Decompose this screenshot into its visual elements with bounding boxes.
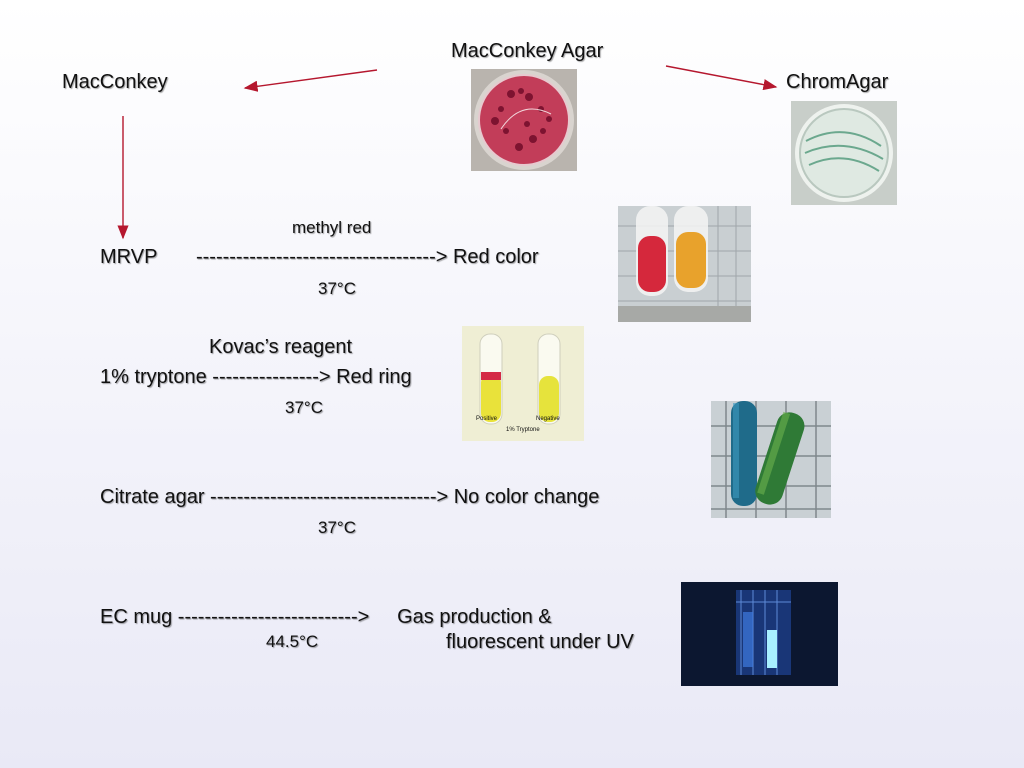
tryptone-reagent: Kovac’s reagent [209, 336, 353, 358]
mrvp-reagent: methyl red [292, 218, 372, 237]
macconkey-plate-photo [471, 69, 577, 171]
ecmug-line2: fluorescent under UV [446, 631, 634, 653]
source-label: MacConkey Agar [451, 40, 604, 62]
tryptone-positive-label: Positive [476, 416, 498, 422]
citrate-temperature: 37°C [318, 518, 356, 537]
mrvp-temperature: 37°C [318, 279, 356, 298]
mrvp-tubes-photo [618, 206, 751, 322]
tryptone-caption: 1% Tryptone [506, 427, 540, 433]
tryptone-line: 1% tryptone ----------------> Red ring [100, 366, 412, 388]
citrate-tubes-photo [711, 401, 831, 518]
ecmug-line: EC mug ---------------------------> Gas … [100, 606, 552, 628]
tryptone-tubes-photo: Positive Negative 1% Tryptone [462, 326, 584, 441]
mrvp-line: MRVP -----------------------------------… [100, 246, 539, 268]
chromagar-label: ChromAgar [786, 71, 889, 93]
tryptone-negative-label: Negative [536, 416, 560, 422]
ecmug-uv-photo [681, 582, 838, 686]
ecmug-temperature: 44.5°C [266, 632, 319, 651]
chromagar-plate-photo [791, 101, 897, 205]
macconkey-label: MacConkey [62, 71, 168, 93]
arrow-to-chromagar [665, 65, 778, 91]
arrow-to-macconkey [243, 69, 378, 92]
tryptone-temperature: 37°C [285, 398, 323, 417]
citrate-line: Citrate agar ---------------------------… [100, 486, 600, 508]
